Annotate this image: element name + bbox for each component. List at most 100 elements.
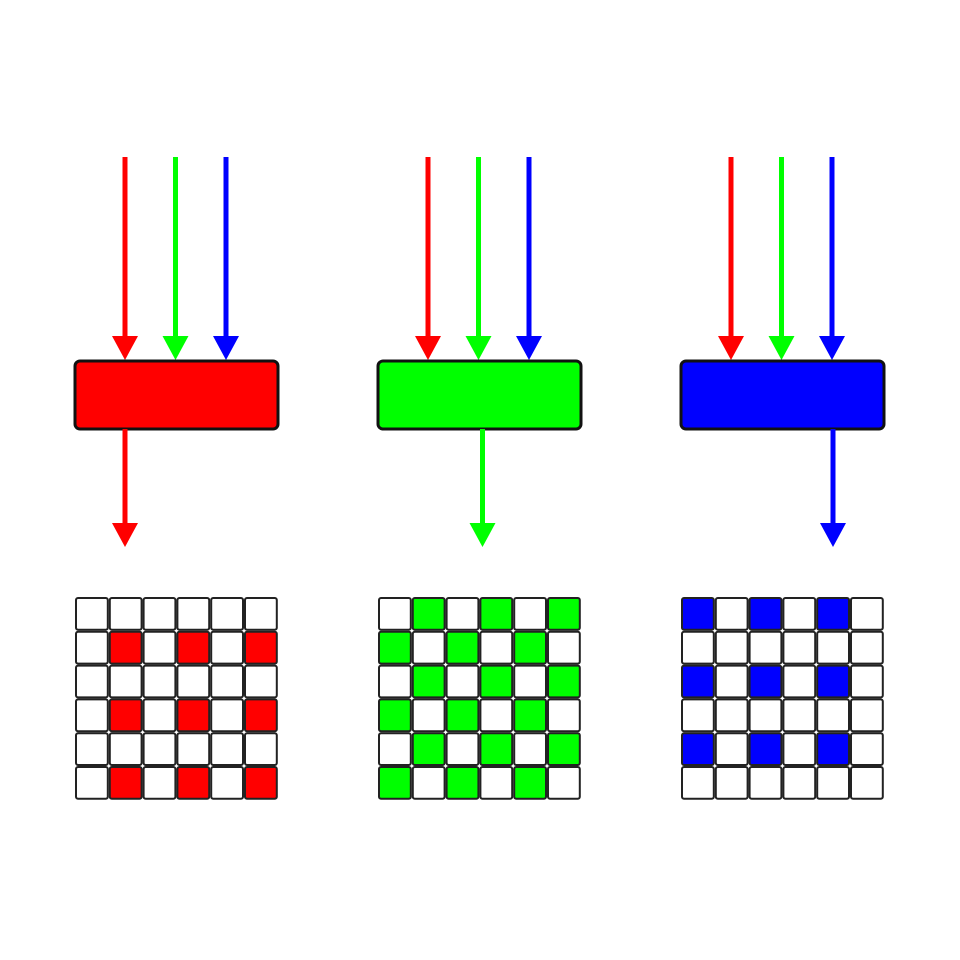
mosaic-cell-red (244, 766, 278, 800)
mosaic-cell-green (411, 597, 446, 631)
mosaic-cell-empty (513, 664, 548, 699)
mosaic-cell-empty (210, 732, 244, 767)
incoming-red-light-arrow (112, 157, 138, 360)
mosaic-cell-green (547, 732, 581, 767)
mosaic-cell-green (378, 766, 412, 800)
mosaic-cell-empty (142, 732, 177, 767)
red-filter-box (73, 359, 280, 431)
mosaic-cell-empty (714, 630, 749, 665)
mosaic-cell-empty (210, 766, 244, 800)
mosaic-cell-empty (547, 766, 581, 800)
mosaic-cell-empty (479, 630, 514, 665)
mosaic-cell-red (108, 698, 143, 733)
mosaic-cell-empty (714, 766, 749, 800)
mosaic-cell-empty (176, 732, 211, 767)
mosaic-cell-empty (210, 597, 244, 631)
mosaic-cell-empty (142, 698, 177, 733)
incoming-green-light-arrow (768, 157, 795, 360)
mosaic-cell-empty (411, 698, 446, 733)
mosaic-cell-empty (142, 630, 177, 665)
blue-filter-box (679, 359, 886, 431)
mosaic-cell-empty (75, 698, 109, 733)
incoming-blue-arrow-head (819, 336, 845, 360)
mosaic-cell-empty (244, 732, 278, 767)
mosaic-cell-empty (108, 664, 143, 699)
mosaic-cell-empty (479, 766, 514, 800)
mosaic-cell-green (547, 597, 581, 631)
mosaic-cell-empty (378, 664, 412, 699)
mosaic-cell-empty (75, 664, 109, 699)
mosaic-cell-empty (244, 664, 278, 699)
mosaic-cell-empty (850, 664, 884, 699)
mosaic-cell-empty (547, 630, 581, 665)
mosaic-cell-empty (850, 732, 884, 767)
outgoing-green-light-arrow (469, 429, 496, 547)
incoming-green-light-arrow (465, 157, 492, 360)
mosaic-cell-empty (714, 664, 749, 699)
mosaic-cell-empty (445, 732, 480, 767)
mosaic-cell-blue (816, 732, 851, 767)
incoming-blue-arrow-head (213, 336, 239, 360)
filter-panel-red (73, 157, 280, 800)
mosaic-cell-empty (513, 597, 548, 631)
mosaic-cell-empty (714, 698, 749, 733)
mosaic-cell-green (479, 597, 514, 631)
mosaic-cell-blue (748, 732, 783, 767)
incoming-green-arrow-head (768, 336, 795, 360)
mosaic-cell-blue (816, 664, 851, 699)
incoming-blue-light-arrow (213, 157, 239, 360)
mosaic-cell-blue (748, 664, 783, 699)
mosaic-cell-empty (176, 597, 211, 631)
mosaic-cell-blue (748, 597, 783, 631)
outgoing-red-light-arrow (112, 429, 138, 547)
mosaic-cell-green (547, 664, 581, 699)
blue-mosaic-grid (681, 597, 884, 800)
incoming-red-light-arrow (718, 157, 744, 360)
incoming-red-arrow-head (112, 336, 138, 360)
mosaic-cell-empty (681, 766, 715, 800)
mosaic-cell-empty (782, 732, 817, 767)
mosaic-cell-empty (75, 597, 109, 631)
mosaic-cell-empty (782, 664, 817, 699)
mosaic-cell-empty (210, 630, 244, 665)
mosaic-cell-empty (681, 698, 715, 733)
mosaic-cell-green (445, 766, 480, 800)
mosaic-cell-blue (681, 664, 715, 699)
mosaic-cell-empty (547, 698, 581, 733)
mosaic-cell-red (176, 698, 211, 733)
mosaic-cell-green (378, 630, 412, 665)
mosaic-cell-empty (411, 766, 446, 800)
mosaic-cell-empty (816, 630, 851, 665)
mosaic-cell-empty (748, 630, 783, 665)
mosaic-cell-empty (176, 664, 211, 699)
mosaic-cell-empty (108, 732, 143, 767)
mosaic-cell-green (378, 698, 412, 733)
mosaic-cell-empty (445, 664, 480, 699)
outgoing-blue-arrow-head (820, 523, 846, 547)
mosaic-cell-empty (782, 698, 817, 733)
mosaic-cell-empty (714, 597, 749, 631)
red-mosaic-grid (75, 597, 278, 800)
mosaic-cell-blue (681, 597, 715, 631)
mosaic-cell-empty (816, 698, 851, 733)
mosaic-cell-empty (142, 597, 177, 631)
mosaic-cell-green (513, 766, 548, 800)
mosaic-cell-empty (378, 732, 412, 767)
mosaic-cell-red (108, 630, 143, 665)
incoming-blue-light-arrow (516, 157, 542, 360)
mosaic-cell-red (244, 630, 278, 665)
mosaic-cell-empty (244, 597, 278, 631)
mosaic-cell-red (176, 630, 211, 665)
mosaic-cell-red (176, 766, 211, 800)
mosaic-cell-green (513, 630, 548, 665)
mosaic-cell-empty (850, 597, 884, 631)
incoming-green-arrow-head (465, 336, 492, 360)
incoming-green-arrow-head (162, 336, 189, 360)
mosaic-cell-empty (445, 597, 480, 631)
mosaic-cell-empty (850, 766, 884, 800)
mosaic-cell-empty (782, 630, 817, 665)
mosaic-cell-green (445, 630, 480, 665)
incoming-red-light-arrow (415, 157, 441, 360)
mosaic-cell-green (479, 732, 514, 767)
